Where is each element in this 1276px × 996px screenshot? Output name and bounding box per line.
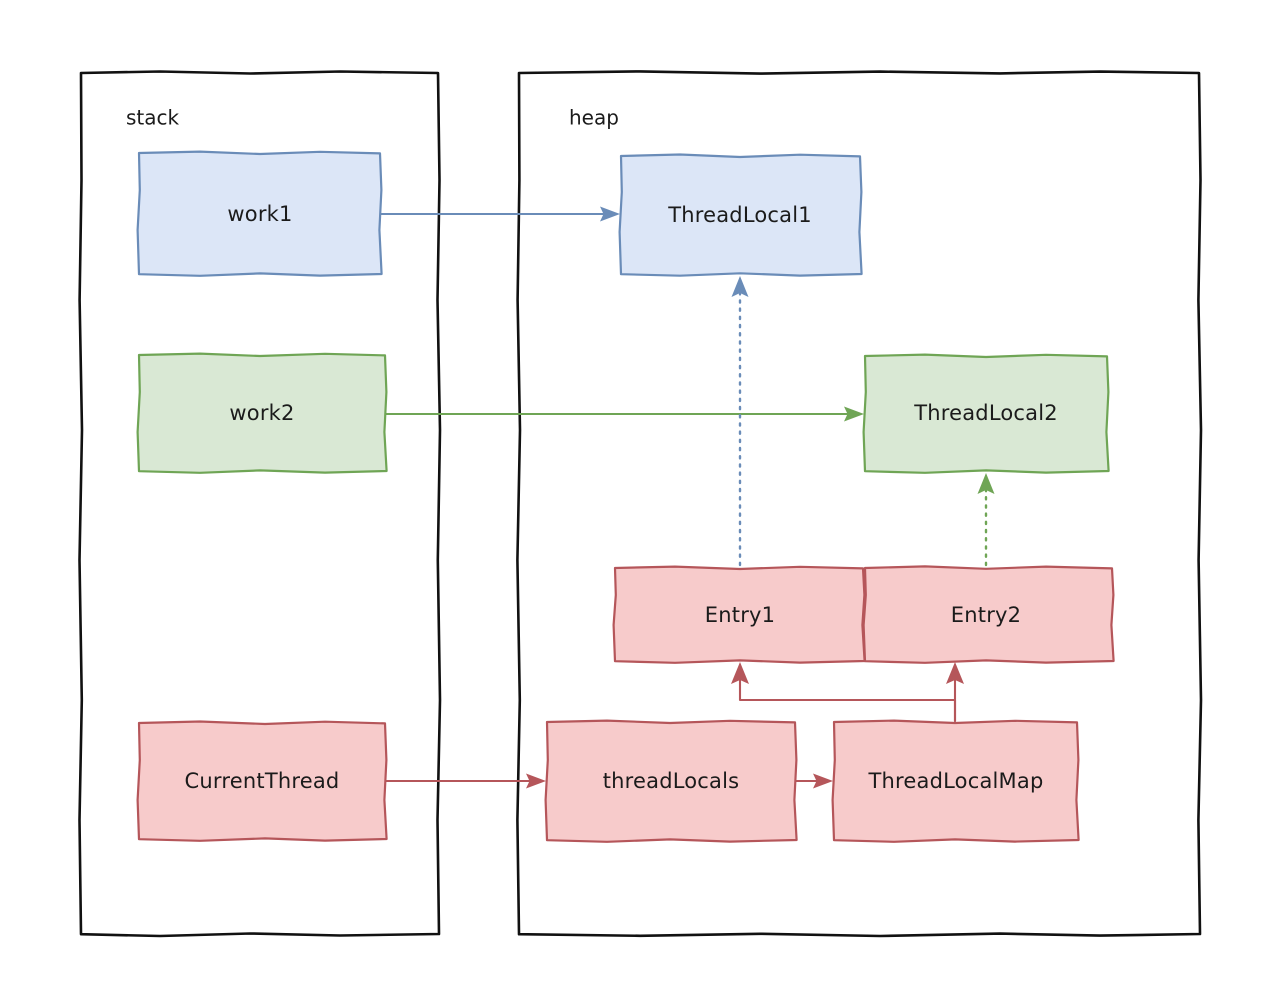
edge-threadlocalmap-to-entry1 [731,662,957,723]
arrow-head-work2-threadlocal2 [844,406,864,422]
node-work1[interactable]: work1 [136,150,383,277]
node-threadlocalmap-shape [831,719,1080,843]
node-threadlocals-label: threadLocals [603,769,740,793]
node-work1-shape [136,150,383,277]
heap-region-label: heap [569,106,619,130]
edge-currentthread-to-threadlocals [384,773,546,789]
edge-line-threadlocalmap-entry1 [738,678,957,723]
node-threadlocal2-shape [862,353,1110,474]
node-threadlocals[interactable]: threadLocals [544,719,798,843]
node-entry2[interactable]: Entry2 [862,565,1115,664]
arrow-head-work1-threadlocal1 [600,206,620,222]
node-entry2-shape [862,565,1115,664]
node-currentthread-shape [136,720,388,842]
region-heap[interactable]: heap [516,70,1203,938]
arrow-head-entry1-threadlocal1 [731,276,749,297]
node-threadlocal2[interactable]: ThreadLocal2 [862,353,1110,474]
node-work2[interactable]: work2 [136,352,388,474]
arrow-head-entry2-threadlocal2 [977,473,995,494]
node-threadlocal1[interactable]: ThreadLocal1 [618,153,863,277]
node-entry2-label: Entry2 [951,603,1021,627]
node-currentthread-label: CurrentThread [185,769,340,793]
node-threadlocal1-label: ThreadLocal1 [667,203,812,227]
edge-entry2-to-threadlocal2 [977,473,995,567]
node-threadlocal1-shape [618,153,863,277]
node-work2-shape [136,352,388,474]
node-threadlocals-shape [544,719,798,843]
node-entry1-label: Entry1 [705,603,775,627]
node-entry1[interactable]: Entry1 [612,565,866,664]
node-threadlocalmap[interactable]: ThreadLocalMap [831,719,1080,843]
arrow-head-threadlocals-threadlocalmap [813,773,833,789]
node-work1-label: work1 [227,202,292,226]
node-work2-label: work2 [229,401,294,425]
node-threadlocal2-label: ThreadLocal2 [913,401,1058,425]
edge-work2-to-threadlocal2 [384,406,864,422]
node-threadlocalmap-label: ThreadLocalMap [868,769,1044,793]
node-currentthread[interactable]: CurrentThread [136,720,388,842]
region-stack[interactable]: stack [78,70,442,938]
heap-container-outline [516,70,1203,938]
edge-threadlocals-to-threadlocalmap [794,773,833,789]
edge-threadlocalmap-to-entry2 [946,662,964,723]
stack-container-outline [78,70,442,938]
edge-entry1-to-threadlocal1 [731,276,749,567]
arrow-head-threadlocalmap-entry2 [946,662,964,684]
stack-region-label: stack [126,106,180,130]
edge-work1-to-threadlocal1 [379,206,620,222]
arrow-head-threadlocalmap-entry1 [731,662,749,684]
arrow-head-currentthread-threadlocals [526,773,546,789]
